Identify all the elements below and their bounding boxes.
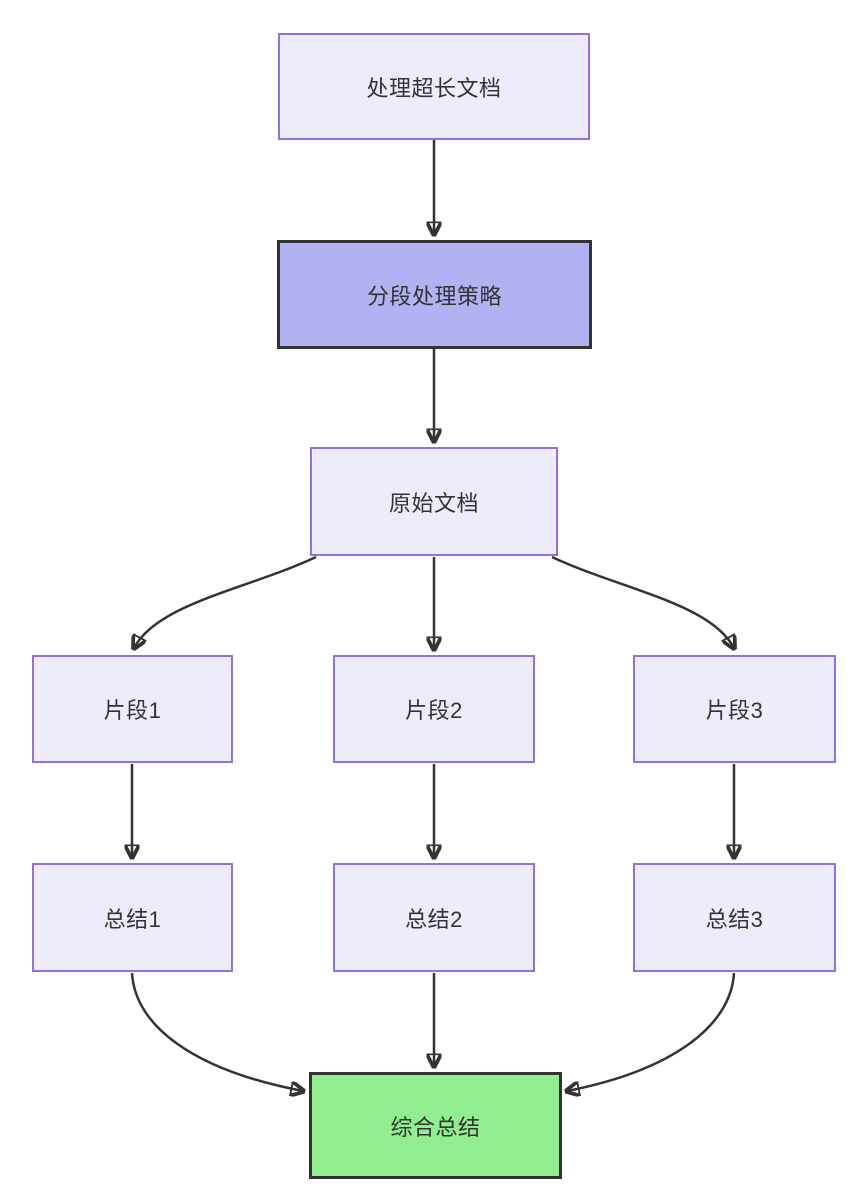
node-process-long-document: 处理超长文档 xyxy=(278,33,590,140)
node-summary-1: 总结1 xyxy=(32,863,233,972)
node-final-summary: 综合总结 xyxy=(309,1072,562,1179)
node-fragment-2-label: 片段2 xyxy=(405,698,463,723)
node-summary-2: 总结2 xyxy=(333,863,535,972)
node-fragment-1-label: 片段1 xyxy=(103,698,162,723)
node-summary-3-label: 总结3 xyxy=(705,906,764,932)
node-segmentation-strategy-label: 分段处理策略 xyxy=(366,283,502,309)
node-fragment-3: 片段3 xyxy=(633,655,836,763)
node-original-document: 原始文档 xyxy=(310,447,558,556)
node-segmentation-strategy: 分段处理策略 xyxy=(277,240,592,349)
node-summary-2-label: 总结2 xyxy=(405,906,463,932)
node-fragment-3-label: 片段3 xyxy=(705,698,764,723)
edge-original-document-to-fragment-3 xyxy=(551,555,734,648)
edge-original-document-to-fragment-1 xyxy=(134,555,317,648)
edge-summary-3-to-final-summary xyxy=(567,972,736,1091)
node-process-long-document-label: 处理超长文档 xyxy=(366,75,502,101)
edge-summary-1-to-final-summary xyxy=(130,972,303,1091)
node-fragment-2: 片段2 xyxy=(333,655,535,763)
node-fragment-1: 片段1 xyxy=(32,655,233,763)
node-summary-1-label: 总结1 xyxy=(103,906,162,932)
node-final-summary-label: 综合总结 xyxy=(390,1114,481,1140)
node-original-document-label: 原始文档 xyxy=(388,490,479,516)
node-summary-3: 总结3 xyxy=(633,863,836,972)
